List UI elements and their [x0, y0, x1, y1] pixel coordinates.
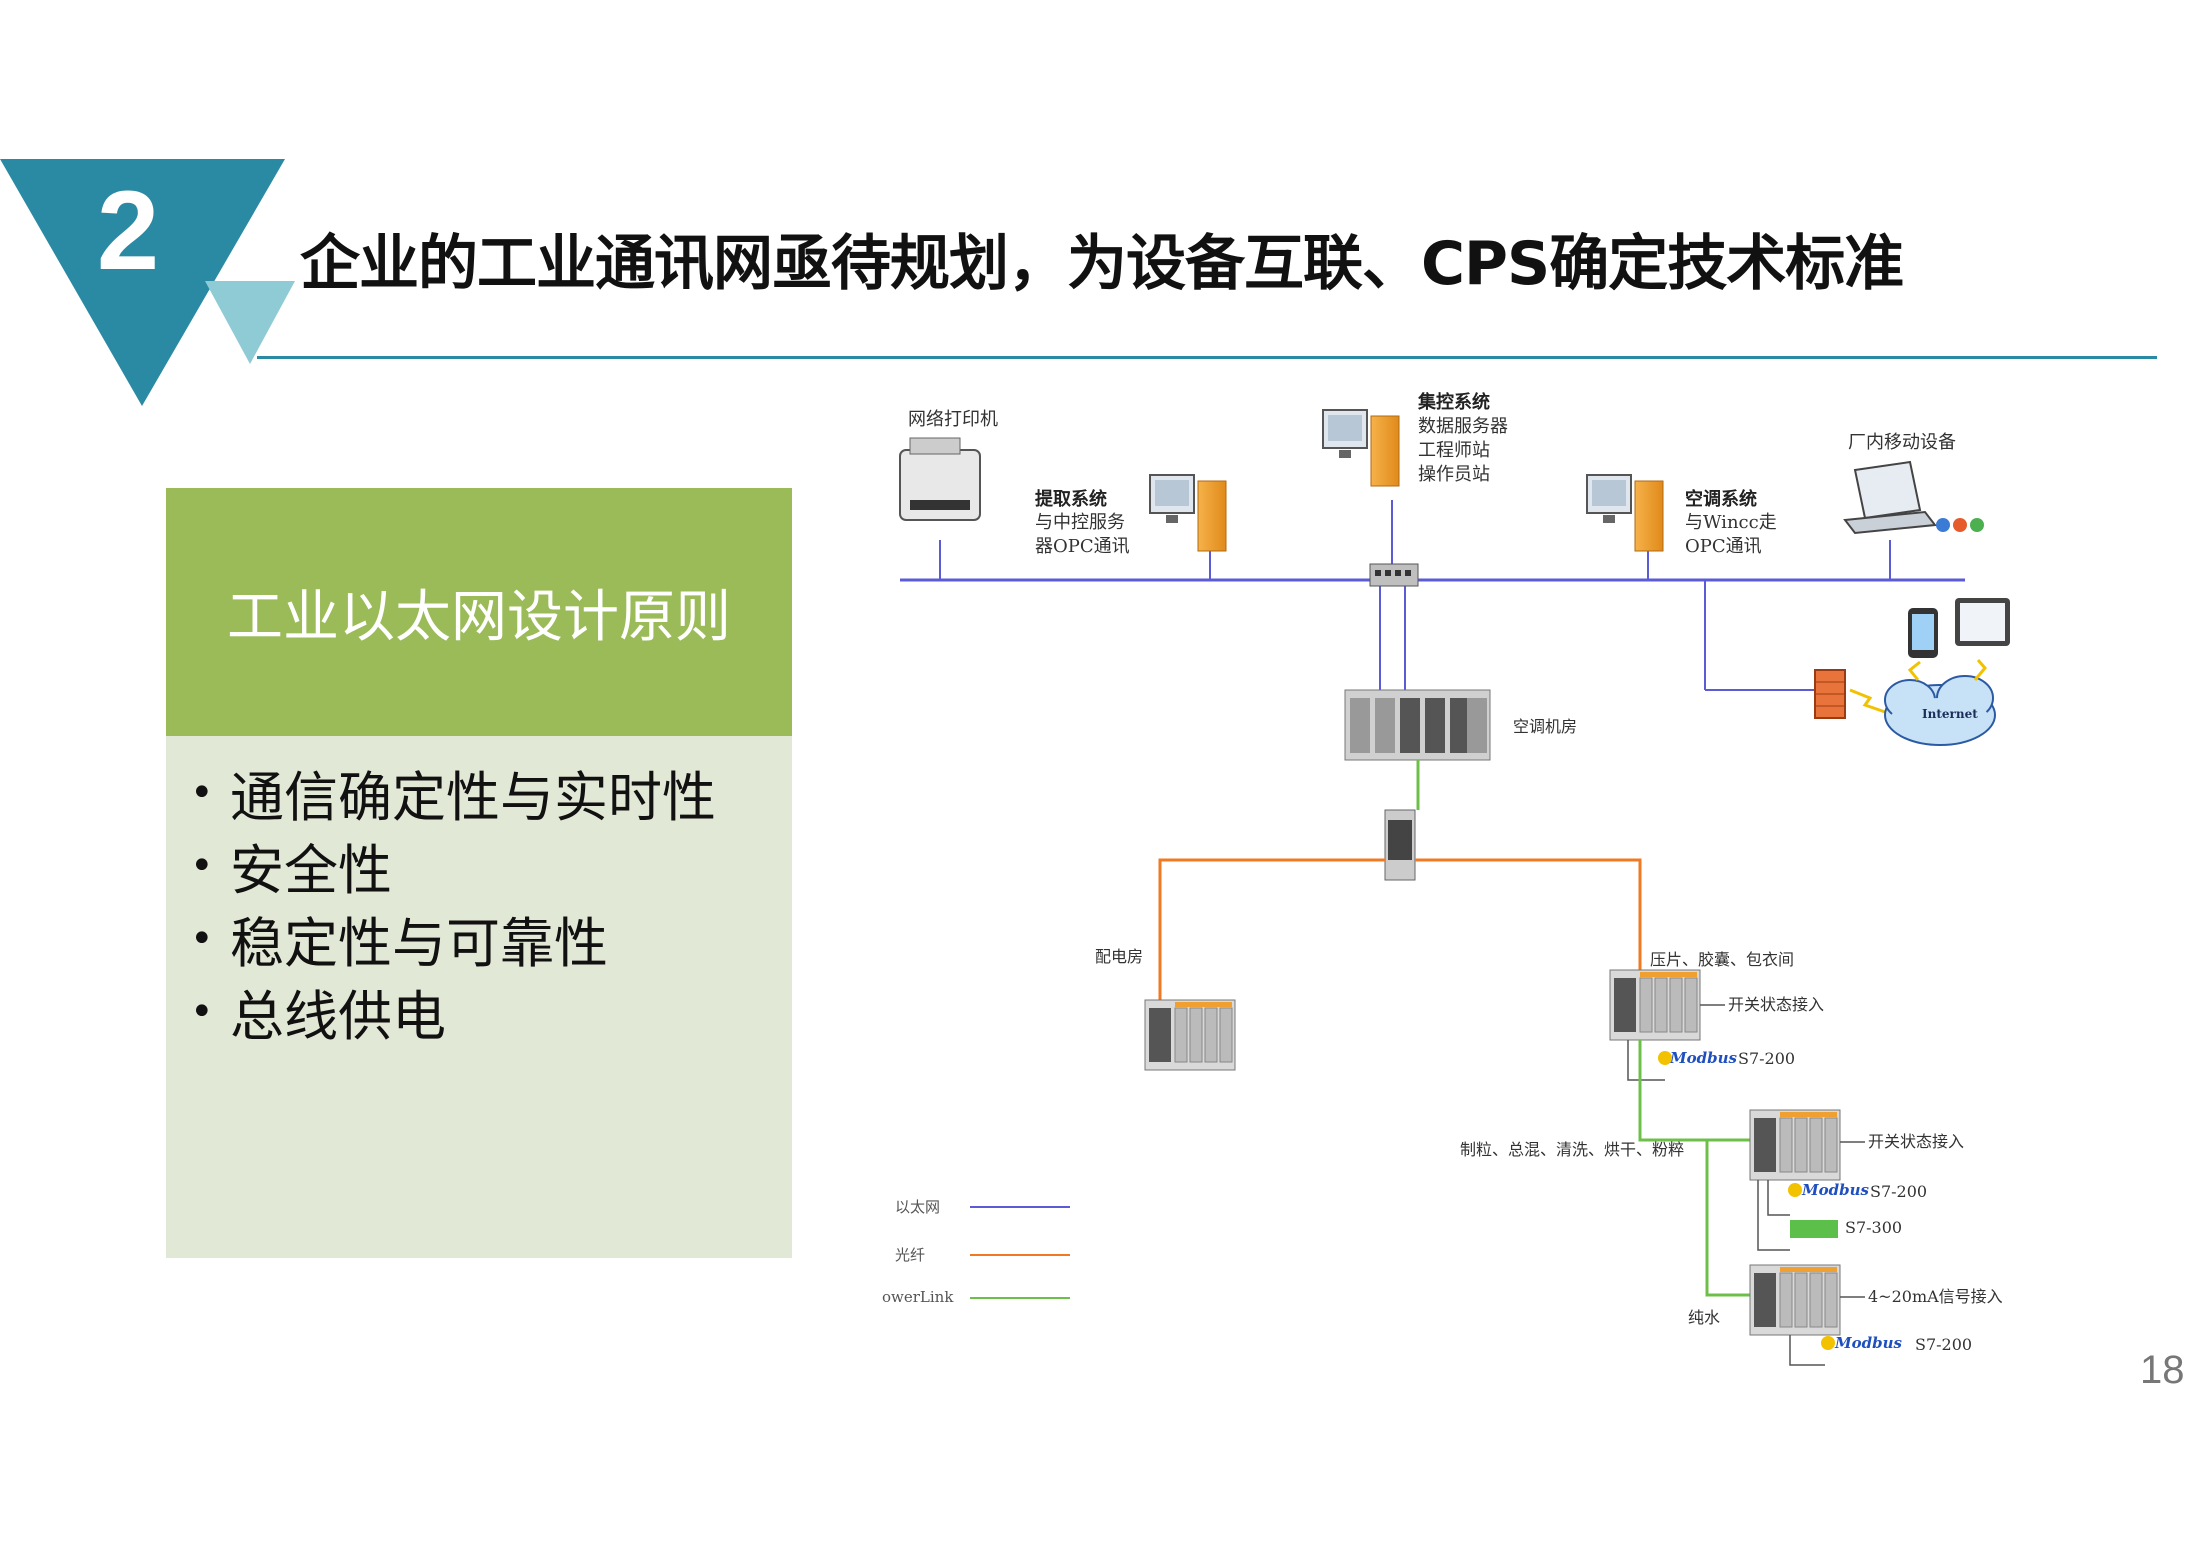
modbus-star-icon [1821, 1336, 1835, 1350]
modbus-logo-2: Modbus [1801, 1181, 1869, 1199]
aircon-system-computer-icon [1586, 474, 1664, 552]
aircon-label-2: 与Wincc走 [1685, 512, 1777, 533]
extract-label-1: 提取系统 [1035, 488, 1107, 510]
printer-label: 网络打印机 [908, 409, 998, 430]
fiber-link [1415, 858, 1642, 970]
bullet-dot: • [190, 988, 214, 1035]
bullet-text: 通信确定性与实时性 [230, 766, 716, 829]
network-diagram: 网络打印机 提取系统 与中控服务 器OPC通讯 集控系统 数据服务器 工程师站 … [882, 391, 2010, 1366]
legend-powerlink-label: owerLink [882, 1288, 954, 1306]
fiber-link [1158, 858, 1385, 1000]
powerlink-link [1638, 1040, 1750, 1142]
central-label-3: 工程师站 [1418, 440, 1490, 461]
panel-body: • 通信确定性与实时性 • 安全性 • 稳定性与可靠性 • 总线供电 [166, 736, 792, 1258]
aircon-room-label: 空调机房 [1513, 717, 1577, 736]
signal-input-label: 4~20mA信号接入 [1868, 1287, 2003, 1306]
s7-200-label-1: S7-200 [1738, 1049, 1795, 1068]
browser-icon [1936, 518, 1950, 532]
bullet-dot: • [190, 769, 214, 816]
powerlink-link [1705, 1140, 1750, 1297]
granulation-io-module [1749, 1109, 1841, 1181]
tablet-area-label: 压片、胶囊、包衣间 [1650, 950, 1794, 969]
network-switch-icon [1369, 563, 1419, 587]
bullet-dot: • [190, 842, 214, 889]
bullet-dot: • [190, 915, 214, 962]
mobile-label: 厂内移动设备 [1848, 432, 1956, 453]
panel-header: 工业以太网设计原则 [166, 488, 792, 736]
central-label-4: 操作员站 [1418, 464, 1490, 485]
title-divider [257, 356, 2157, 359]
central-control-computer-icon [1322, 409, 1400, 487]
power-room-label: 配电房 [1095, 947, 1143, 966]
central-label-1: 集控系统 [1417, 391, 1490, 413]
bullet-text: 稳定性与可靠性 [230, 912, 608, 975]
power-room-io-module [1144, 999, 1236, 1071]
bullet-item: • 稳定性与可靠性 [166, 902, 792, 975]
s7-300-icon [1790, 1220, 1838, 1238]
legend-ethernet-label: 以太网 [895, 1198, 940, 1216]
laptop-icon [1843, 460, 1937, 535]
browser-icon [1953, 518, 1967, 532]
firewall-icon [1814, 669, 1846, 719]
aircon-room-controller [1344, 689, 1491, 761]
aircon-label-3: OPC通讯 [1685, 536, 1762, 557]
bullet-item: • 通信确定性与实时性 [166, 756, 792, 829]
modbus-logo-1: Modbus [1669, 1049, 1737, 1067]
s7-300-label: S7-300 [1845, 1218, 1902, 1237]
extract-system-computer-icon [1149, 474, 1227, 552]
modbus-logo-3: Modbus [1834, 1334, 1902, 1352]
design-principles-panel: 工业以太网设计原则 • 通信确定性与实时性 • 安全性 • 稳定性与可靠性 • 总线供电 [166, 488, 792, 1258]
modbus-star-icon [1788, 1183, 1802, 1197]
legend-fiber-label: 光纤 [895, 1246, 925, 1264]
internet-cloud-icon [1884, 675, 1996, 746]
pure-water-io-module [1749, 1264, 1841, 1336]
s7-200-label-2: S7-200 [1870, 1182, 1927, 1201]
aircon-label-1: 空调系统 [1685, 488, 1757, 510]
central-label-2: 数据服务器 [1418, 416, 1508, 437]
page-number: 18 [2140, 1348, 2185, 1392]
slide-number-badge [0, 159, 295, 406]
legend: 以太网 光纤 owerLink [882, 1198, 1070, 1306]
extract-label-2: 与中控服务 [1035, 512, 1125, 533]
bullet-text: 总线供电 [230, 985, 446, 1048]
granulation-label: 制粒、总混、清洗、烘干、粉粹 [1460, 1140, 1684, 1159]
s7-200-label-3: S7-200 [1915, 1335, 1972, 1354]
fiber-node [1384, 809, 1416, 881]
slide-title: 企业的工业通讯网亟待规划，为设备互联、CPS确定技术标准 [300, 229, 1904, 299]
switch-input-label-2: 开关状态接入 [1868, 1132, 1964, 1151]
extract-label-3: 器OPC通讯 [1035, 536, 1130, 557]
internet-label: Internet [1922, 707, 1978, 721]
modbus-star-icon [1658, 1051, 1672, 1065]
pure-water-label: 纯水 [1688, 1308, 1720, 1327]
slide-number: 2 [96, 168, 160, 293]
tablet-area-io-module [1609, 969, 1701, 1041]
lightning-link [1849, 688, 1889, 715]
network-printer-icon [899, 437, 981, 521]
bullet-text: 安全性 [230, 839, 392, 902]
bullet-item: • 总线供电 [166, 975, 792, 1048]
switch-input-label-1: 开关状态接入 [1728, 995, 1824, 1014]
bullet-item: • 安全性 [166, 829, 792, 902]
browser-icon [1970, 518, 1984, 532]
